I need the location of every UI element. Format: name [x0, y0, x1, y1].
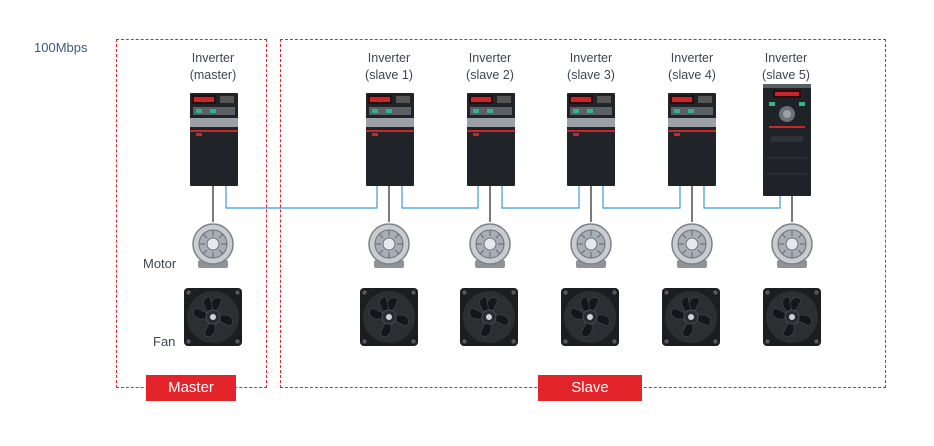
motor-row-label: Motor [143, 256, 177, 271]
fan-slave-1 [360, 288, 419, 347]
inverter-master-label: Inverter(master) [189, 51, 237, 82]
motor-slave-2 [469, 223, 511, 269]
inverter-slave1-label: Inverter(slave 1) [365, 51, 413, 82]
inverter-slave5-label: Inverter(slave 5) [762, 51, 810, 82]
motor-slave-1 [368, 223, 410, 269]
fan-slave-4 [662, 288, 721, 347]
inverter-slave-5 [763, 84, 811, 196]
fan-master [184, 288, 243, 347]
fan-row-label: Fan [153, 334, 176, 349]
motor-slave-5 [771, 223, 813, 269]
motor-slave-4 [671, 223, 713, 269]
inverter-slave-2 [467, 93, 515, 186]
motor-master [192, 223, 234, 269]
fan-slave-2 [460, 288, 519, 347]
network-speed-label: 100Mbps [34, 40, 88, 55]
fan-slave-3 [561, 288, 620, 347]
inverter-slave4-label: Inverter(slave 4) [668, 51, 716, 82]
fan-slave-5 [763, 288, 822, 347]
master-tag: Master [146, 375, 236, 401]
inverter-slave-1 [366, 93, 414, 186]
motor-power-lines [212, 185, 793, 222]
inverter-slave-4 [668, 93, 716, 186]
inverter-master [190, 93, 238, 186]
inverter-slave-3 [567, 93, 615, 186]
motor-slave-3 [570, 223, 612, 269]
inverter-slave2-label: Inverter(slave 2) [466, 51, 514, 82]
network-cable [225, 185, 781, 209]
inverter-slave3-label: Inverter(slave 3) [567, 51, 615, 82]
slave-tag: Slave [538, 375, 642, 401]
